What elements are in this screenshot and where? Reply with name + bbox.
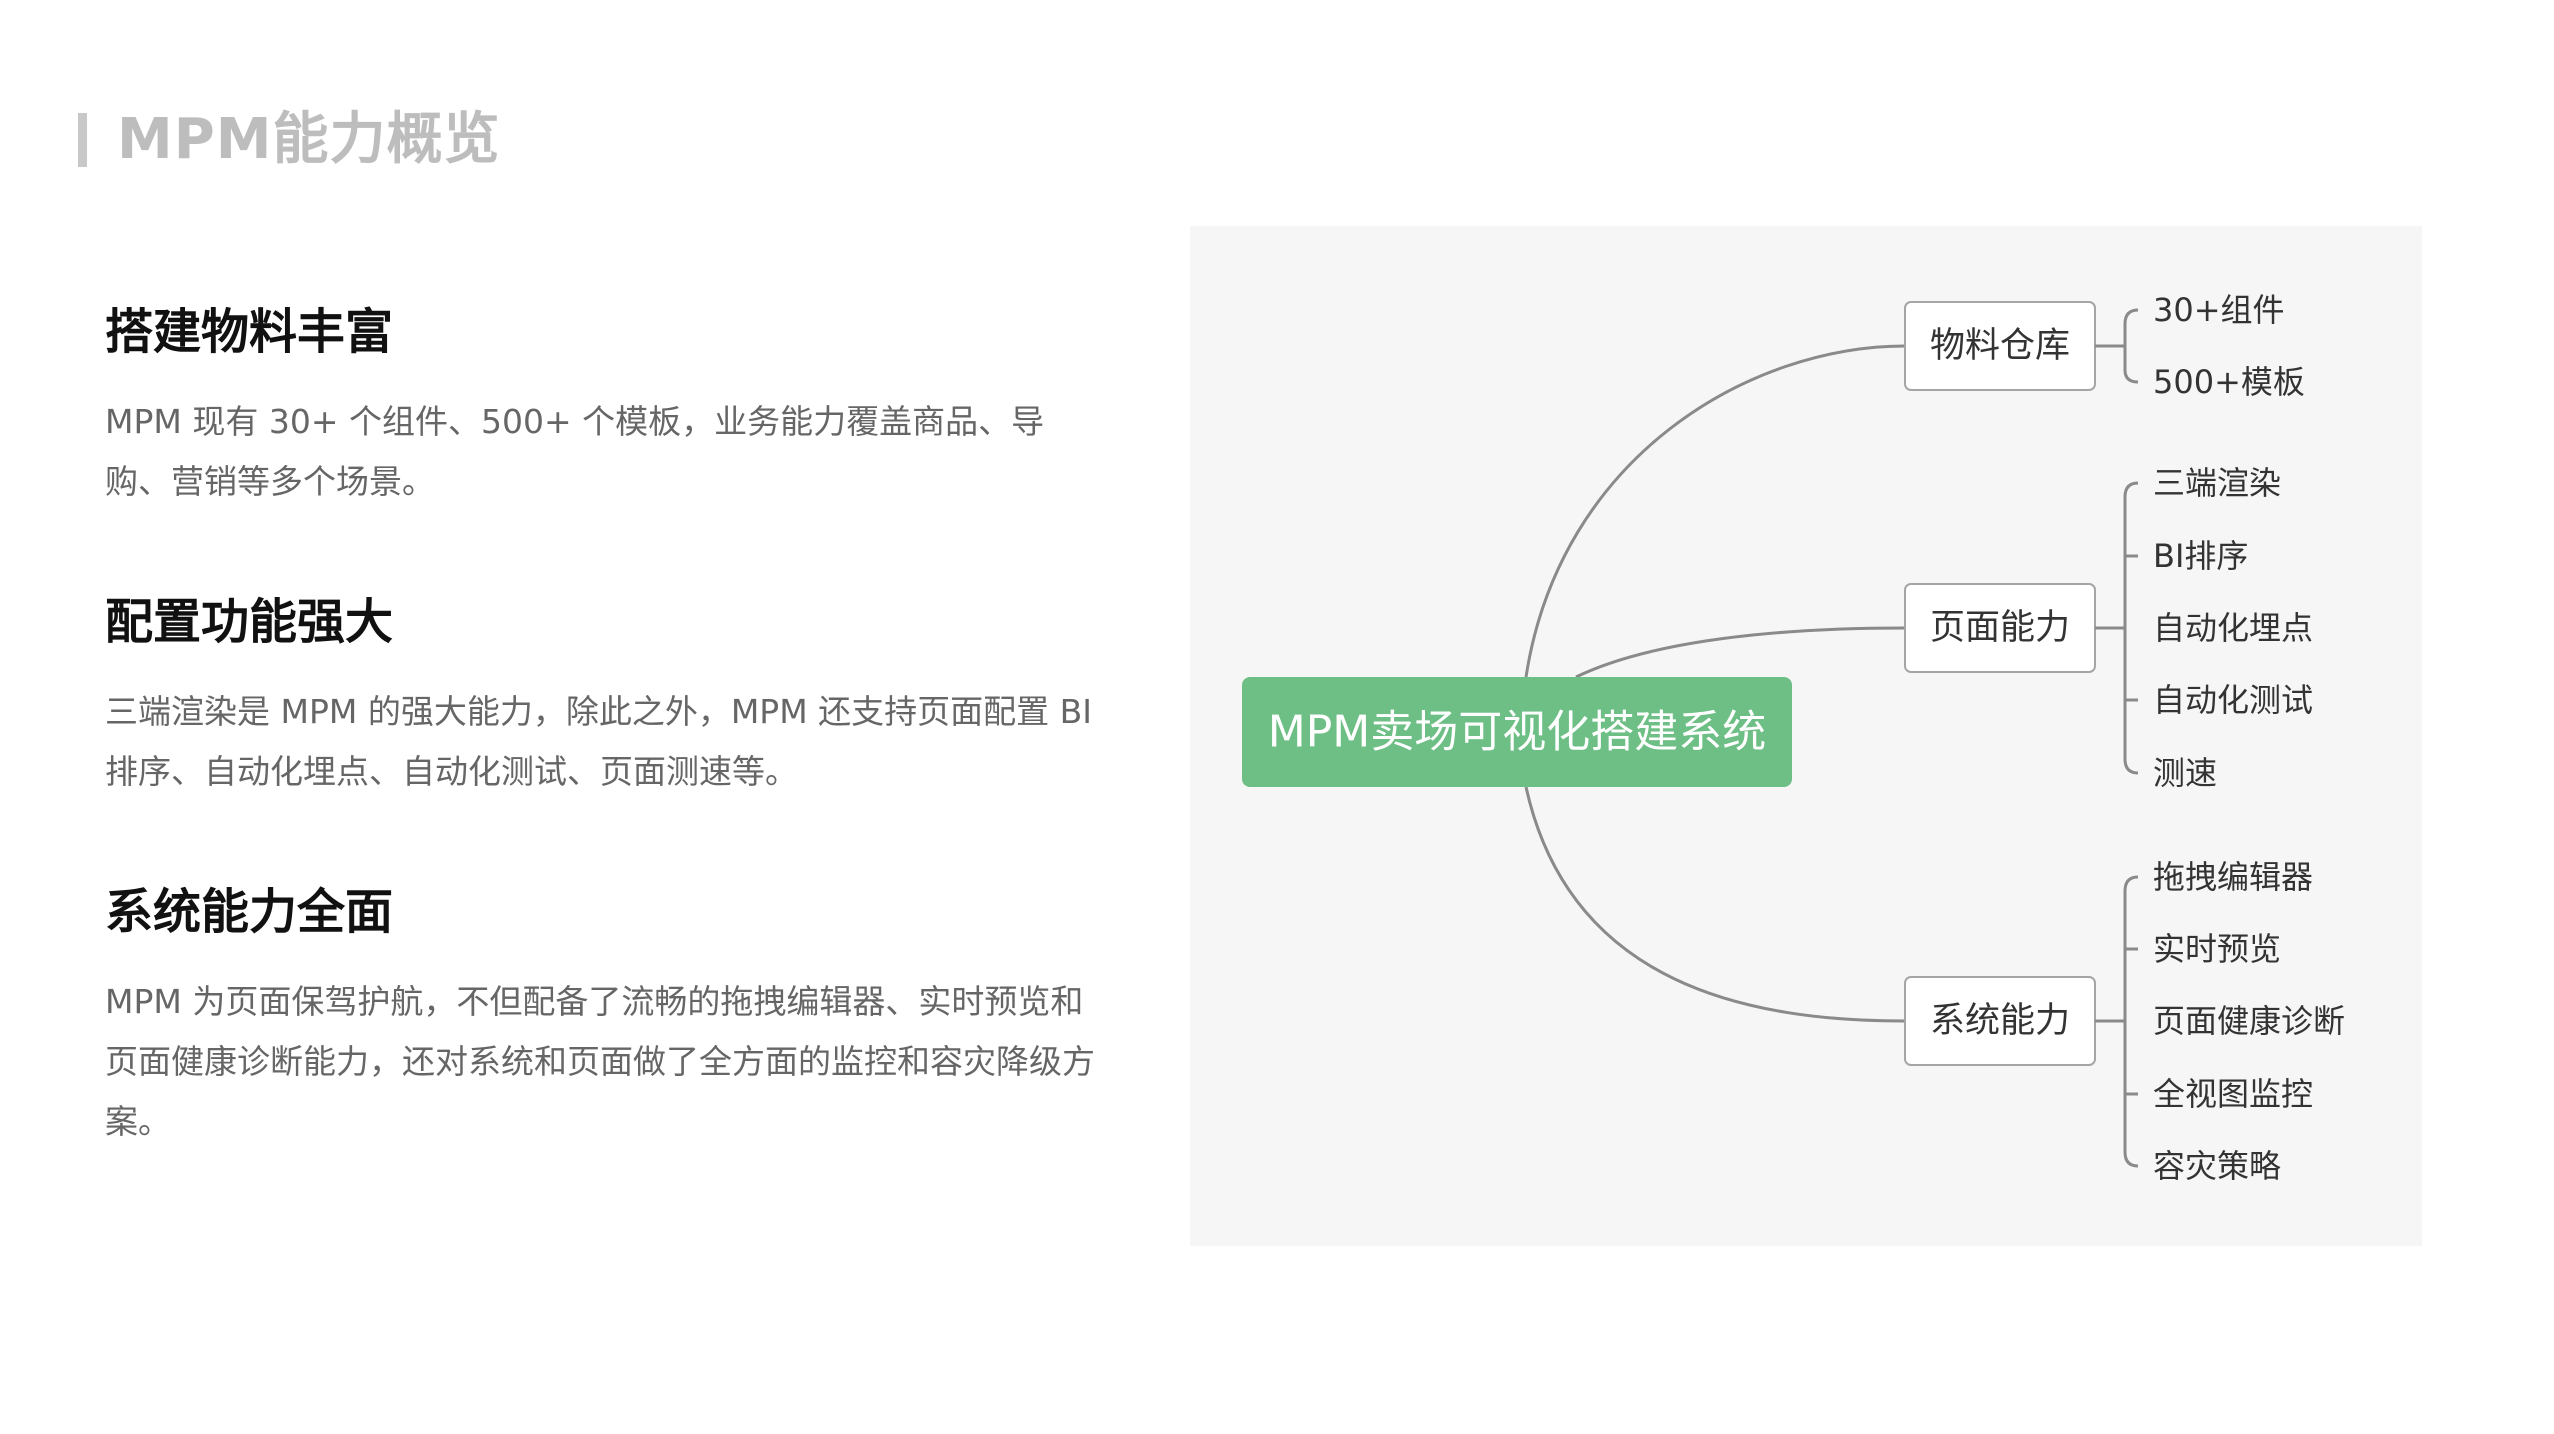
leaf-label: BI排序 (2153, 537, 2248, 575)
bracket-materials (2123, 308, 2139, 384)
section-config: 配置功能强大 三端渲染是 MPM 的强大能力，除此之外，MPM 还支持页面配置 … (105, 592, 1115, 802)
section-heading: 搭建物料丰富 (105, 304, 394, 360)
leaf-label: 三端渲染 (2153, 464, 2281, 502)
leaf-label: 30+组件 (2153, 291, 2285, 329)
leaf-label: 测速 (2153, 754, 2217, 792)
mindmap-root-node (1242, 677, 1792, 787)
connector-root-page (1575, 626, 1906, 679)
connector-root-system (1524, 786, 1906, 1023)
section-heading: 系统能力全面 (105, 884, 394, 940)
leaf-label: 拖拽编辑器 (2153, 858, 2313, 896)
leaf-label: 实时预览 (2153, 930, 2281, 968)
bracket-page (2123, 481, 2139, 775)
bracket-system (2123, 875, 2139, 1168)
leaf-label: 全视图监控 (2153, 1075, 2313, 1113)
leaf-label: 容灾策略 (2153, 1147, 2281, 1185)
leaf-label: 自动化测试 (2153, 681, 2313, 719)
branch-label: 页面能力 (1930, 608, 2070, 648)
mindmap-root-label: MPM卖场可视化搭建系统 (1268, 707, 1766, 758)
leaf-label: 自动化埋点 (2153, 609, 2313, 647)
section-system: 系统能力全面 MPM 为页面保驾护航，不但配备了流畅的拖拽编辑器、实时预览和页面… (105, 882, 1115, 1152)
title-accent-bar (78, 113, 87, 167)
section-body: 三端渲染是 MPM 的强大能力，除此之外，MPM 还支持页面配置 BI 排序、自… (105, 692, 1093, 791)
branch-label: 物料仓库 (1930, 326, 2070, 366)
leaf-label: 页面健康诊断 (2153, 1002, 2345, 1040)
page-title: MPM能力概览 (117, 107, 501, 172)
branch-label: 系统能力 (1930, 1001, 2070, 1041)
section-materials: 搭建物料丰富 MPM 现有 30+ 个组件、500+ 个模板，业务能力覆盖商品、… (105, 302, 1115, 512)
leaf-label: 500+模板 (2153, 363, 2305, 401)
section-body: MPM 为页面保驾护航，不但配备了流畅的拖拽编辑器、实时预览和页面健康诊断能力，… (105, 982, 1095, 1141)
section-heading: 配置功能强大 (105, 594, 394, 650)
mindmap-svg: MPM卖场可视化搭建系统 物料仓库 30+组件 500+模板 页面能力 三端渲染… (1242, 291, 2345, 1185)
section-body: MPM 现有 30+ 个组件、500+ 个模板，业务能力覆盖商品、导购、营销等多… (105, 402, 1045, 501)
mindmap-panel: MPM卖场可视化搭建系统 物料仓库 30+组件 500+模板 页面能力 三端渲染… (1190, 226, 2422, 1246)
connector-root-materials (1524, 344, 1906, 678)
